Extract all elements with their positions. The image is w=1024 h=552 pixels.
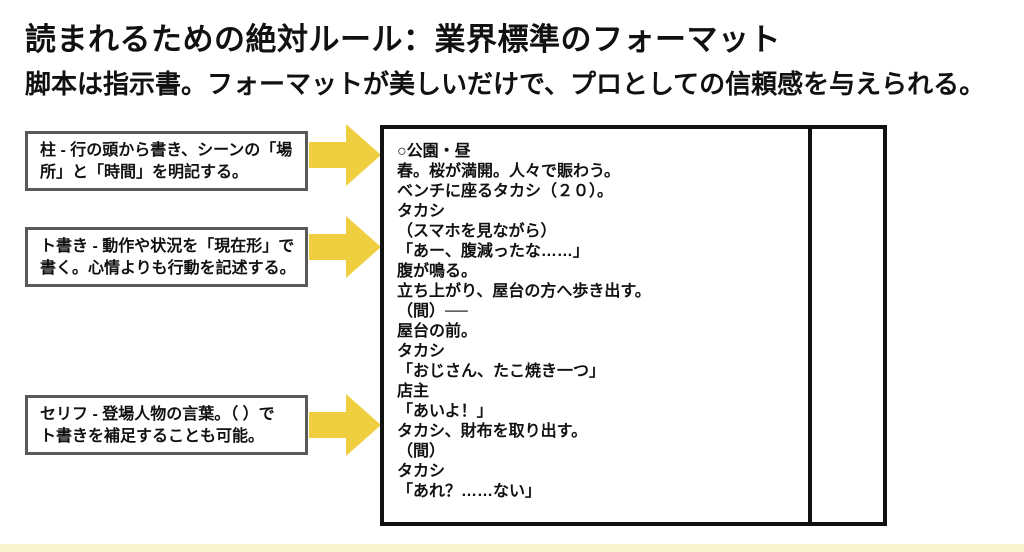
script-line: タカシ [397,463,446,480]
script-line-dialogue: 「あれ？……ない」 [397,483,542,500]
page-title: 読まれるための絶対ルール：業界標準のフォーマット [25,22,781,57]
script-note-column [812,129,883,522]
script-line: ベンチに座るタカシ（２０）。 [397,183,614,200]
right-arrow-icon-dialogue [309,394,381,456]
script-line: 屋台の前。 [397,323,478,340]
script-line: 「おじさん、たこ焼き一つ」 [397,363,606,380]
script-line: （間）── [397,303,468,320]
bottom-accent-bar [0,544,1024,552]
script-line: 立ち上がり、屋台の方へ歩き出す。 [397,283,651,300]
right-arrow-icon-action [309,216,381,278]
right-arrow-icon-pillar [309,124,381,186]
page-subtitle: 脚本は指示書。フォーマットが美しいだけで、プロとしての信頼感を与えられる。 [25,69,986,99]
script-line: タカシ [397,203,446,220]
annotation-text-pillar: 柱 - 行の頭から書き、シーンの「場 所」と「時間」を明記する。 [40,142,293,181]
script-line: 腹が鳴る。 [397,263,478,280]
script-lines: ○公園・昼 春。桜が満開。人々で賑わう。 ベンチに座るタカシ（２０）。 タカシ … [397,142,795,502]
script-line: 店主 [397,383,430,400]
annotation-box-pillar: 柱 - 行の頭から書き、シーンの「場 所」と「時間」を明記する。 [25,131,308,191]
script-line: （間） [397,443,446,460]
script-example-box: ○公園・昼 春。桜が満開。人々で賑わう。 ベンチに座るタカシ（２０）。 タカシ … [380,125,887,526]
script-line-dialogue: 「あー、腹減ったな……」 [397,243,589,260]
annotation-text-action: ト書き - 動作や状況を「現在形」で 書く。心情よりも行動を記述する。 [40,238,296,277]
annotation-text-dialogue: セリフ - 登場人物の言葉。（ ）で ト書きを補足することも可能。 [40,406,275,445]
annotation-box-dialogue: セリフ - 登場人物の言葉。（ ）で ト書きを補足することも可能。 [25,395,308,455]
script-line-scene-heading: ○公園・昼 [397,143,471,160]
script-line: 春。桜が満開。人々で賑わう。 [397,163,621,180]
annotation-box-action: ト書き - 動作や状況を「現在形」で 書く。心情よりも行動を記述する。 [25,227,308,287]
script-line: タカシ、財布を取り出す。 [397,423,588,440]
script-line: タカシ [397,343,446,360]
script-line: （スマホを見ながら） [397,223,557,240]
script-box-divider [808,129,812,522]
script-line-dialogue: 「あいよ！」 [397,403,493,420]
